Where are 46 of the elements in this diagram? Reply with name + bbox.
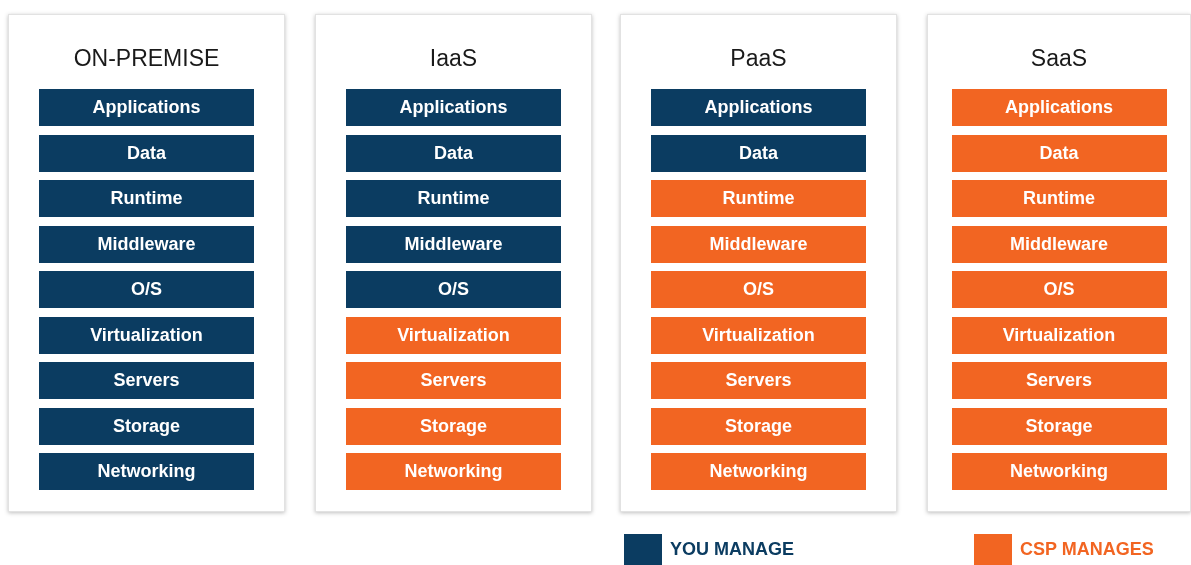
layer-bar: Networking: [346, 453, 561, 490]
layer-bar: Servers: [651, 362, 866, 399]
layer-bar: Virtualization: [951, 316, 1167, 354]
layer-bar: O/S: [346, 271, 561, 308]
layer-bar: Storage: [39, 407, 254, 445]
service-model-panel: [620, 14, 897, 512]
layer-bar: Runtime: [39, 180, 254, 217]
panel-title: ON-PREMISE: [73, 44, 220, 73]
layer-bar: Storage: [346, 407, 561, 445]
layer-bar: Data: [951, 134, 1167, 172]
layer-bar: Applications: [39, 89, 254, 126]
service-model-panel: [927, 14, 1191, 512]
layer-bar: Networking: [951, 453, 1167, 490]
layer-bar: O/S: [951, 271, 1167, 308]
layer-bar: Servers: [951, 362, 1167, 399]
layer-bar: Applications: [346, 89, 561, 126]
layer-bar: Middleware: [39, 225, 254, 263]
layer-bar: Virtualization: [651, 316, 866, 354]
layer-bar: Servers: [346, 362, 561, 399]
layer-bar: Middleware: [346, 225, 561, 263]
layer-bar: Data: [346, 134, 561, 172]
panel-title: SaaS: [1030, 44, 1088, 73]
layer-bar: Storage: [651, 407, 866, 445]
layer-bar: Runtime: [346, 180, 561, 217]
layer-bar: Data: [39, 134, 254, 172]
layer-bar: Virtualization: [39, 316, 254, 354]
layer-bar: O/S: [651, 271, 866, 308]
panel-title: PaaS: [730, 44, 787, 73]
layer-bar: Middleware: [651, 225, 866, 263]
layer-bar: Middleware: [951, 225, 1167, 263]
layer-bar: Applications: [951, 89, 1167, 126]
layer-bar: Servers: [39, 362, 254, 399]
layer-bar: Virtualization: [346, 316, 561, 354]
service-model-panel: [8, 14, 285, 512]
legend-label: YOU MANAGE: [670, 538, 794, 561]
panel-title: IaaS: [429, 44, 478, 73]
layer-bar: O/S: [39, 271, 254, 308]
layer-bar: Networking: [651, 453, 866, 490]
layer-bar: Networking: [39, 453, 254, 490]
layer-bar: Storage: [951, 407, 1167, 445]
layer-bar: Runtime: [951, 180, 1167, 217]
service-model-panel: [315, 14, 592, 512]
layer-bar: Runtime: [651, 180, 866, 217]
layer-bar: Applications: [651, 89, 866, 126]
legend-label: CSP MANAGES: [1020, 538, 1154, 561]
layer-bar: Data: [651, 134, 866, 172]
